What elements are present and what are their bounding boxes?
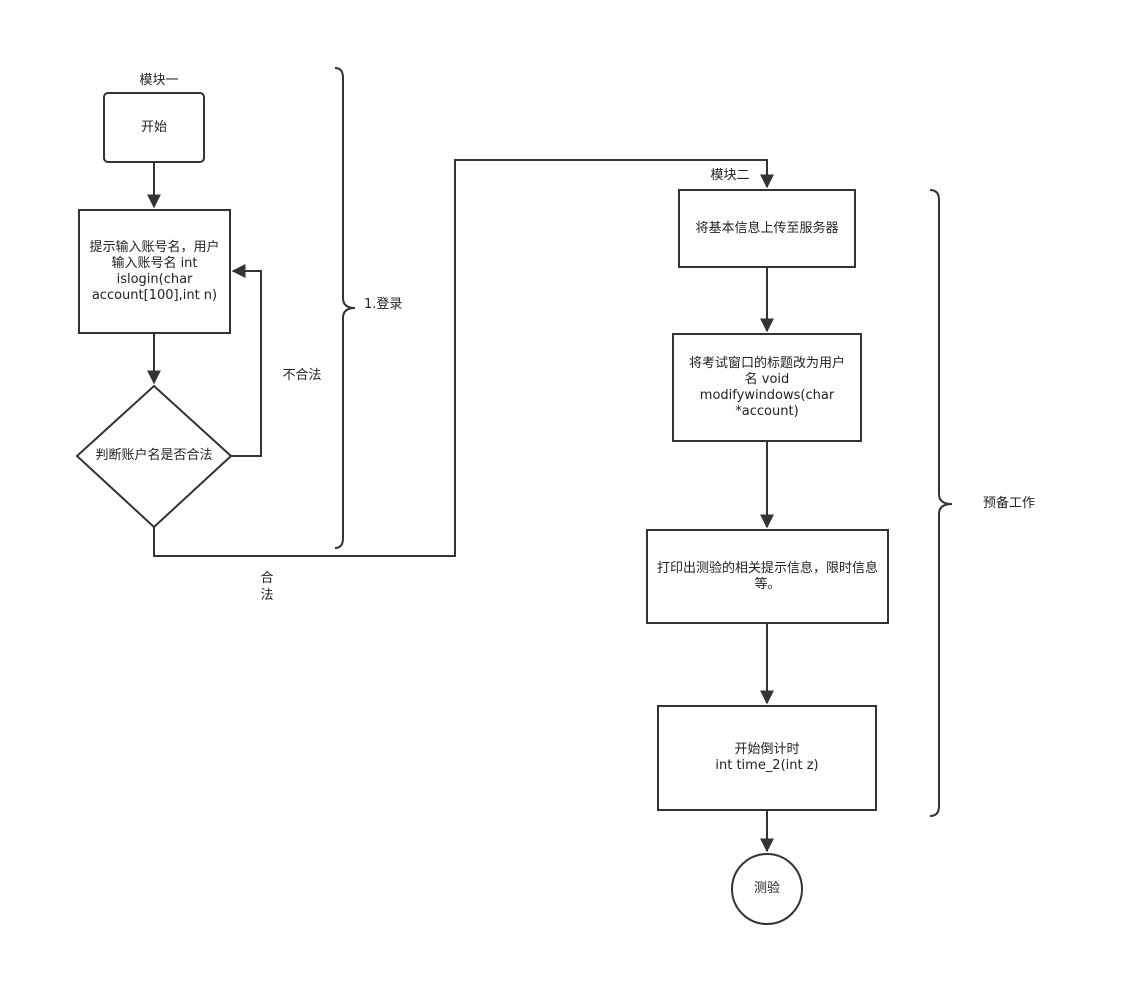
arrow-invalid-loop [231,264,262,457]
module2-title: 模块二 [710,168,750,183]
countdown-box: 开始倒计时 int time_2(int z) [657,705,877,811]
preparation-brace-label: 预备工作 [982,496,1035,511]
decision-diamond [75,384,233,529]
print-tips-box: 打印出测验的相关提示信息，限时信息 等。 [646,529,889,624]
prompt-login-box: 提示输入账号名，用户 输入账号名 int islogin(char accoun… [78,209,231,334]
invalid-edge-label: 不合法 [282,368,322,383]
start-node: 开始 [103,92,205,163]
brace-preparation [929,189,953,817]
rename-window-box: 将考试窗口的标题改为用户 名 void modifywindows(char *… [672,333,862,442]
valid-edge-label: 合 法 [260,571,274,603]
decision-label: 判断账户名是否合法 [95,448,213,463]
brace-login [334,67,356,549]
end-node-quiz: 测验 [731,853,803,925]
upload-info-box: 将基本信息上传至服务器 [678,189,856,268]
login-brace-label: 1.登录 [364,297,403,312]
module1-title: 模块一 [139,73,179,88]
arrow-valid-to-module2 [153,159,774,557]
